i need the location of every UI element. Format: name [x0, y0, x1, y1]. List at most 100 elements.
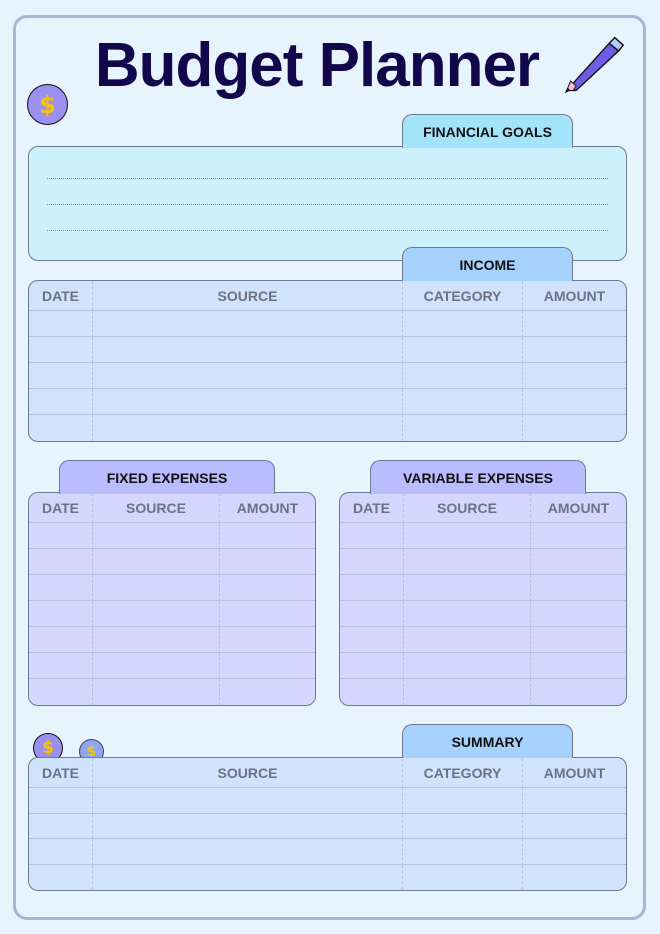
category-cell[interactable]: [403, 311, 523, 337]
amount-cell[interactable]: [531, 627, 626, 653]
amount-cell[interactable]: [523, 788, 626, 814]
date-cell[interactable]: [29, 839, 93, 865]
amount-cell[interactable]: [220, 627, 315, 653]
date-cell[interactable]: [29, 679, 93, 705]
amount-cell[interactable]: [523, 363, 626, 389]
date-cell[interactable]: [340, 523, 404, 549]
source-cell[interactable]: [93, 363, 403, 389]
category-cell[interactable]: [403, 864, 523, 890]
source-cell[interactable]: [93, 549, 220, 575]
date-cell[interactable]: [29, 389, 93, 415]
source-cell[interactable]: [404, 523, 531, 549]
source-cell[interactable]: [93, 523, 220, 549]
source-cell[interactable]: [93, 575, 220, 601]
tab-variable-expenses: VARIABLE EXPENSES: [370, 460, 586, 494]
category-cell[interactable]: [403, 813, 523, 839]
date-cell[interactable]: [340, 549, 404, 575]
amount-cell[interactable]: [523, 415, 626, 441]
source-cell[interactable]: [93, 679, 220, 705]
date-cell[interactable]: [29, 601, 93, 627]
date-cell[interactable]: [29, 813, 93, 839]
financial-goals-box[interactable]: [28, 146, 627, 261]
source-cell[interactable]: [93, 788, 403, 814]
column-header-source: SOURCE: [93, 493, 220, 523]
date-cell[interactable]: [29, 627, 93, 653]
tab-financial-goals: FINANCIAL GOALS: [402, 114, 573, 148]
amount-cell[interactable]: [531, 601, 626, 627]
goal-line: [47, 178, 608, 179]
source-cell[interactable]: [404, 679, 531, 705]
date-cell[interactable]: [29, 523, 93, 549]
column-header-source: SOURCE: [404, 493, 531, 523]
amount-cell[interactable]: [523, 814, 626, 839]
amount-cell[interactable]: [531, 523, 626, 549]
column-header-source: SOURCE: [93, 758, 403, 788]
goal-line: [47, 204, 608, 205]
amount-cell[interactable]: [523, 865, 626, 891]
date-cell[interactable]: [340, 627, 404, 653]
date-cell[interactable]: [29, 415, 93, 441]
source-cell[interactable]: [93, 653, 220, 679]
page-frame: [13, 15, 646, 920]
source-cell[interactable]: [93, 813, 403, 839]
source-cell[interactable]: [404, 653, 531, 679]
category-cell[interactable]: [403, 363, 523, 389]
date-cell[interactable]: [340, 575, 404, 601]
column-header-amount: AMOUNT: [220, 493, 315, 523]
column-header-date: DATE: [29, 758, 93, 788]
amount-cell[interactable]: [220, 679, 315, 705]
amount-cell[interactable]: [523, 311, 626, 337]
amount-cell[interactable]: [531, 679, 626, 705]
column-header-date: DATE: [29, 493, 93, 523]
date-cell[interactable]: [340, 653, 404, 679]
column-header-category: CATEGORY: [403, 758, 523, 788]
source-cell[interactable]: [93, 864, 403, 890]
amount-cell[interactable]: [531, 653, 626, 679]
category-cell[interactable]: [403, 415, 523, 441]
category-cell[interactable]: [403, 839, 523, 865]
category-cell[interactable]: [403, 337, 523, 363]
source-cell[interactable]: [404, 575, 531, 601]
source-cell[interactable]: [93, 627, 220, 653]
source-cell[interactable]: [93, 601, 220, 627]
category-cell[interactable]: [403, 788, 523, 814]
tab-income: INCOME: [402, 247, 573, 281]
amount-cell[interactable]: [220, 575, 315, 601]
category-cell[interactable]: [403, 389, 523, 415]
amount-cell[interactable]: [531, 575, 626, 601]
date-cell[interactable]: [29, 363, 93, 389]
tab-summary: SUMMARY: [402, 724, 573, 758]
amount-cell[interactable]: [523, 337, 626, 363]
source-cell[interactable]: [93, 415, 403, 441]
column-header-date: DATE: [340, 493, 404, 523]
date-cell[interactable]: [29, 337, 93, 363]
source-cell[interactable]: [93, 337, 403, 363]
amount-cell[interactable]: [523, 839, 626, 865]
amount-cell[interactable]: [220, 653, 315, 679]
date-cell[interactable]: [29, 653, 93, 679]
source-cell[interactable]: [404, 601, 531, 627]
date-cell[interactable]: [29, 788, 93, 814]
amount-cell[interactable]: [220, 549, 315, 575]
amount-cell[interactable]: [523, 389, 626, 415]
source-cell[interactable]: [93, 311, 403, 337]
date-cell[interactable]: [340, 601, 404, 627]
amount-cell[interactable]: [531, 549, 626, 575]
tab-fixed-expenses: FIXED EXPENSES: [59, 460, 275, 494]
date-cell[interactable]: [29, 549, 93, 575]
date-cell[interactable]: [29, 311, 93, 337]
page-title: Budget Planner: [94, 31, 540, 100]
date-cell[interactable]: [340, 679, 404, 705]
source-cell[interactable]: [404, 627, 531, 653]
source-cell[interactable]: [404, 549, 531, 575]
amount-cell[interactable]: [220, 523, 315, 549]
amount-cell[interactable]: [220, 601, 315, 627]
date-cell[interactable]: [29, 864, 93, 890]
source-cell[interactable]: [93, 389, 403, 415]
column-header-amount: AMOUNT: [531, 493, 626, 523]
source-cell[interactable]: [93, 839, 403, 865]
date-cell[interactable]: [29, 575, 93, 601]
